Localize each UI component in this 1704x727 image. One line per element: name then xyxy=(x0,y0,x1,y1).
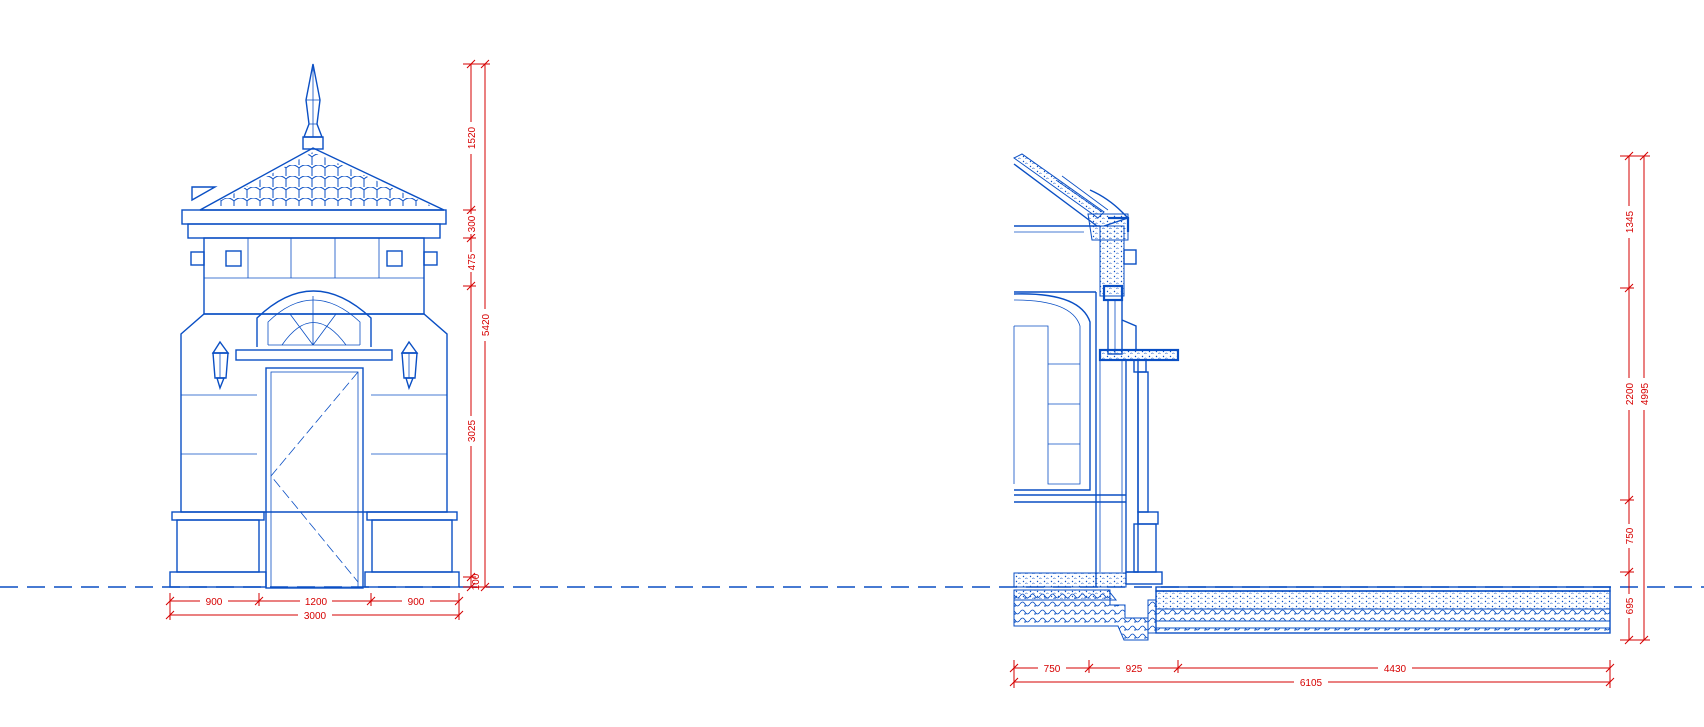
frieze-window-right xyxy=(386,250,403,267)
dim-elev-frieze: 475 xyxy=(467,253,478,270)
dim-sect-lower: 750 xyxy=(1625,527,1636,544)
dim-sect-roof: 1345 xyxy=(1625,210,1636,233)
dim-elev-cornice: 300 xyxy=(467,215,478,232)
dim-sect-total-height: 4995 xyxy=(1640,382,1651,405)
dim-sect-seg3: 4430 xyxy=(1384,664,1407,675)
dim-sect-total: 6105 xyxy=(1300,678,1323,689)
dim-sect-seg2: 925 xyxy=(1126,664,1143,675)
wall-lantern-left-icon xyxy=(211,340,230,391)
dim-elev-total-height: 5420 xyxy=(481,313,492,336)
dim-sect-below-ground: 695 xyxy=(1625,597,1636,614)
dim-elev-spire: 1520 xyxy=(467,126,478,149)
arched-window xyxy=(1013,293,1091,491)
gatehouse-elevation xyxy=(169,63,460,589)
door xyxy=(265,367,364,589)
roof-ridge-tip xyxy=(191,186,218,202)
gatehouse-section xyxy=(1013,153,1611,641)
dim-elev-base: 100 xyxy=(471,573,482,590)
roof-slab xyxy=(1013,153,1105,219)
dim-elev-total: 3000 xyxy=(304,611,327,622)
dim-elev-wall: 3025 xyxy=(467,419,478,442)
exterior-paving xyxy=(1155,590,1611,610)
elevation-vertical-dimensions: 1520 300 475 3025 100 5420 xyxy=(463,59,492,592)
dim-sect-seg1: 750 xyxy=(1044,664,1061,675)
section-horizontal-dimensions: 750 925 4430 6105 xyxy=(1009,660,1615,689)
section-vertical-dimensions: 1345 2200 750 695 4995 xyxy=(1620,151,1651,645)
wall-lantern-right-icon xyxy=(400,340,419,391)
arch xyxy=(256,290,372,347)
dim-sect-wall: 2200 xyxy=(1625,382,1636,405)
dim-elev-left: 900 xyxy=(206,597,223,608)
frieze xyxy=(203,237,425,315)
dim-elev-right: 900 xyxy=(408,597,425,608)
canopy-slab xyxy=(1099,349,1179,361)
frieze-window-left xyxy=(225,250,242,267)
dim-elev-middle: 1200 xyxy=(305,597,328,608)
elevation-horizontal-dimensions: 900 1200 900 3000 xyxy=(165,593,464,622)
